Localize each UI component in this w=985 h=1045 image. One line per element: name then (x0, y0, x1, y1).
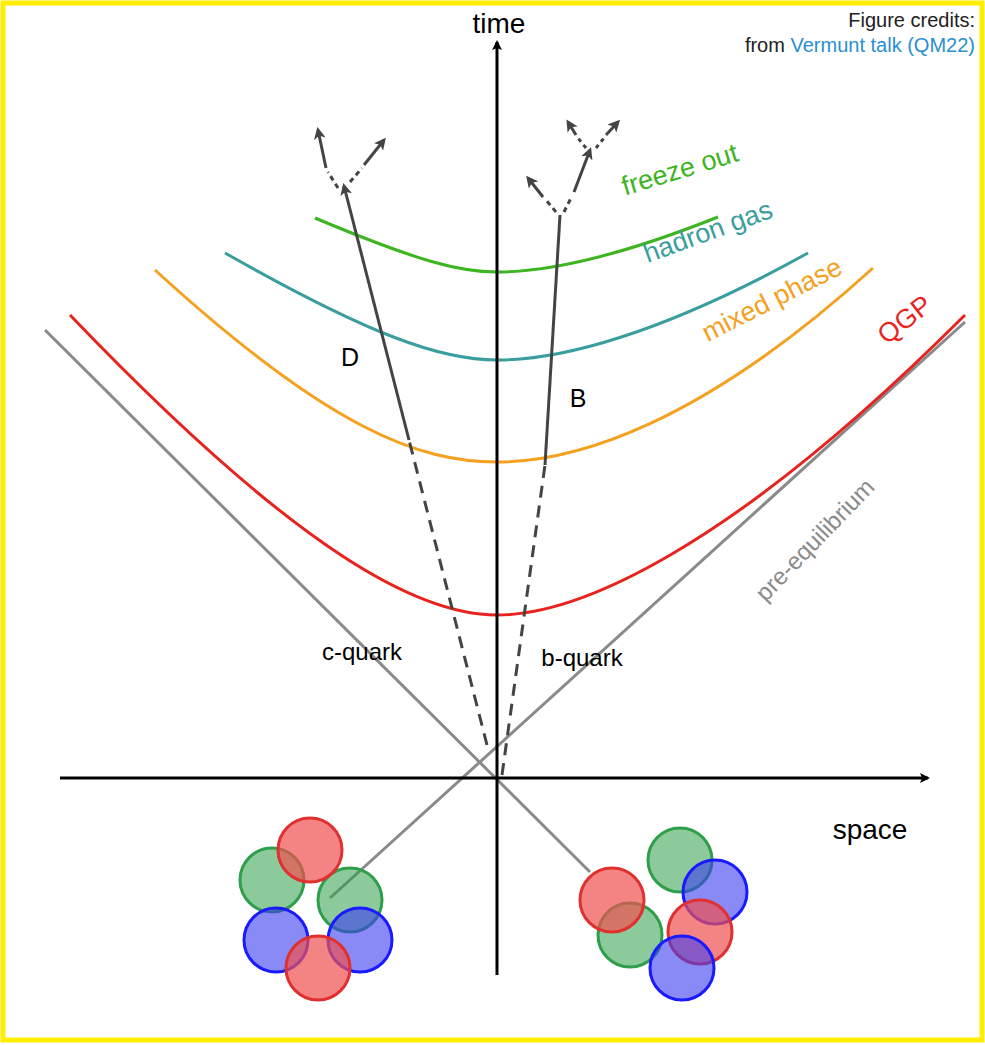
credit-note: from (745, 34, 785, 56)
credit-link: Vermunt talk (QM22) (790, 34, 975, 56)
hadron-gas-curve (225, 253, 808, 360)
time-axis (496, 42, 499, 975)
stage-label: mixed phase (698, 253, 847, 347)
particle-label: D (341, 345, 359, 370)
space-axis (60, 777, 928, 780)
stage-label: freeze out (619, 140, 742, 201)
particle-label: c-quark (322, 640, 402, 664)
stage-label: QGP (873, 291, 937, 349)
right-nucleus (580, 828, 747, 1000)
particle-label: B (570, 386, 587, 411)
stage-label: pre-equilibrium (751, 475, 879, 606)
particle-label: b-quark (541, 646, 622, 670)
axis-label: space (833, 816, 908, 844)
axis-label: time (473, 10, 526, 38)
credit-note: Figure credits: (848, 10, 975, 30)
credit-line: fromVermunt talk (QM22) (745, 35, 975, 55)
light-cone (45, 322, 965, 898)
bottom-track (502, 122, 618, 775)
charm-track (318, 130, 487, 745)
left-nucleus (240, 818, 392, 1000)
stage-label: hadron gas (640, 196, 776, 268)
frame-border (3, 3, 982, 1040)
